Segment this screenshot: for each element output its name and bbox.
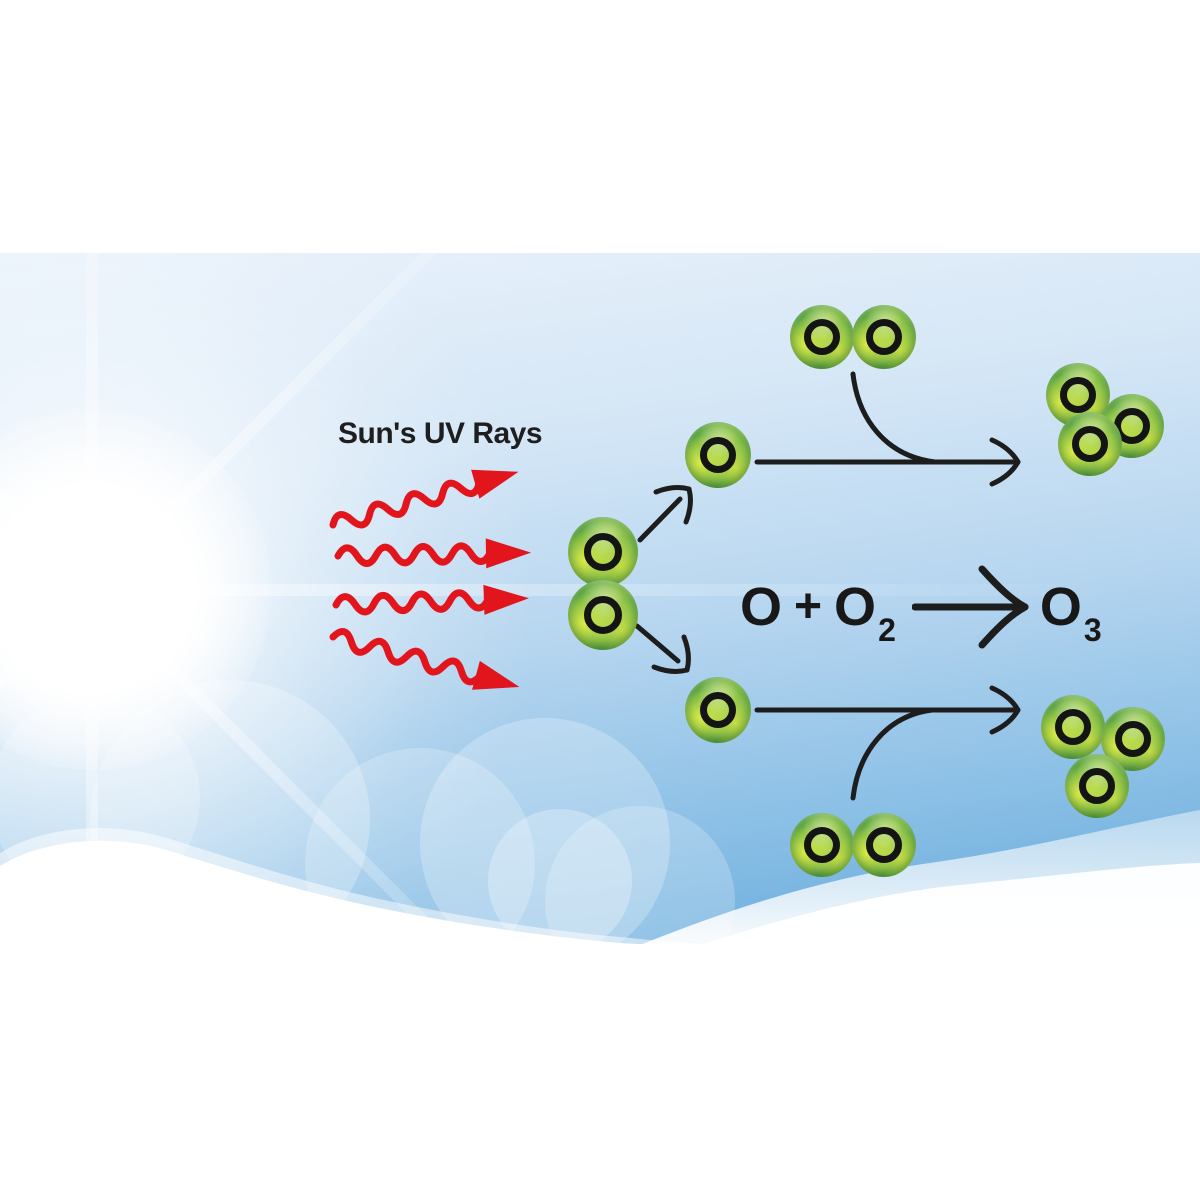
molecule-o-free-bottom — [685, 677, 751, 743]
equation-plus: + — [794, 580, 823, 633]
equation-o2-symbol: O — [834, 577, 877, 637]
reaction-equation: O + O2 O3 — [740, 561, 1102, 653]
oxygen-atom — [1058, 412, 1122, 476]
atom-ring-icon — [1114, 408, 1150, 444]
equation-o: O — [740, 577, 783, 637]
oxygen-atom — [568, 517, 638, 587]
oxygen-atom — [852, 305, 916, 369]
split-arrow-up-icon — [637, 485, 693, 543]
sky-background: Sun's UV Rays O + O2 O3 — [0, 253, 1200, 945]
atom-ring-icon — [1079, 768, 1115, 804]
oxygen-atom — [790, 813, 854, 877]
oxygen-atom — [852, 813, 916, 877]
atom-ring-icon — [584, 533, 622, 571]
combine-arrow-top-icon — [754, 371, 1021, 487]
oxygen-atom — [1065, 754, 1129, 818]
atom-ring-icon — [584, 596, 622, 634]
oxygen-atom — [1101, 707, 1165, 771]
atom-ring-icon — [866, 827, 902, 863]
uv-ray-arrow-icon — [332, 584, 529, 616]
arrow-layer — [329, 371, 1021, 801]
oxygen-atom — [790, 305, 854, 369]
equation-o2-subscript: 2 — [878, 612, 896, 648]
molecule-o-free-top — [685, 422, 751, 488]
reaction-arrow-icon — [911, 565, 1029, 649]
atom-ring-icon — [1115, 721, 1151, 757]
uv-ray-arrow-icon — [329, 469, 519, 529]
atom-ring-icon — [1060, 377, 1096, 413]
equation-o3-symbol: O — [1039, 577, 1082, 637]
uv-ray-arrow-icon — [334, 538, 531, 569]
oxygen-atom — [568, 580, 638, 650]
atom-ring-icon — [1072, 426, 1108, 462]
oxygen-atom — [1041, 695, 1105, 759]
uv-rays-label: Sun's UV Rays — [338, 417, 543, 450]
equation-o3: O3 — [1039, 577, 1102, 646]
split-arrow-down-icon — [634, 623, 691, 674]
cloud-bubble-group — [0, 680, 735, 945]
atom-ring-icon — [804, 827, 840, 863]
combine-arrow-bottom-icon — [754, 685, 1021, 801]
equation-o2: O2 — [834, 577, 896, 646]
sun-ray-icon — [92, 584, 1200, 596]
equation-o3-subscript: 3 — [1083, 612, 1102, 648]
atom-ring-icon — [1055, 709, 1091, 745]
uv-ray-arrow-icon — [329, 628, 520, 690]
atom-ring-icon — [804, 319, 840, 355]
atom-ring-icon — [700, 692, 736, 728]
atom-ring-icon — [700, 437, 736, 473]
atom-ring-icon — [866, 319, 902, 355]
cloud-right — [700, 863, 1200, 945]
cloud-layer — [0, 680, 1200, 945]
cloud-left — [0, 840, 720, 945]
